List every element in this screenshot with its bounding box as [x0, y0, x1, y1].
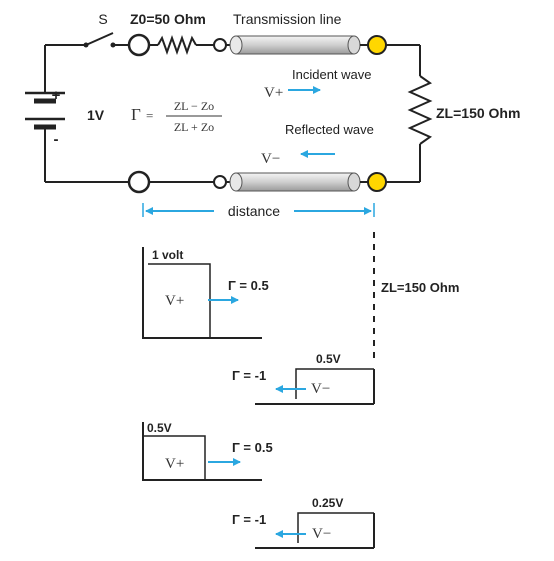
pulse-3-gamma: Γ = 0.5 [232, 440, 273, 455]
incident-wave-label: Incident wave [292, 67, 372, 82]
pulse-1-wave-label: V+ [165, 293, 184, 309]
load-label: ZL=150 Ohm [436, 105, 520, 121]
formula-denominator: ZL + Zo [174, 120, 214, 134]
source-voltage-label: 1V [87, 107, 105, 123]
formula-numerator: ZL − Zo [174, 99, 214, 113]
junction-top [213, 38, 227, 52]
transmission-line-top [229, 35, 375, 55]
pulse-2-step [295, 368, 374, 399]
pulse-1-gamma: Γ = 0.5 [228, 278, 269, 293]
line-label: Transmission line [233, 11, 342, 27]
circuit [44, 32, 433, 183]
reflected-v-minus: V− [261, 151, 280, 167]
load-node-top [367, 35, 387, 55]
load-node-bottom [367, 172, 387, 192]
switch-contact-left [83, 42, 89, 48]
pulse-2-amplitude: 0.5V [316, 352, 341, 366]
transmission-line-bottom [229, 172, 375, 192]
load-resistor [407, 75, 433, 145]
pulse-2-wave-label: V− [311, 381, 330, 397]
pulse-3-incident: 0.5V V+ Γ = 0.5 [142, 421, 273, 481]
distance-label: distance [228, 203, 280, 219]
terminal-top-left [127, 33, 151, 57]
formula-equals: = [146, 108, 153, 123]
gamma-formula: Γ = ZL − Zo ZL + Zo [131, 99, 222, 134]
pulse-1-step [148, 263, 211, 338]
switch-blade [85, 32, 114, 46]
pulse-4-wave-label: V− [312, 526, 331, 542]
pulse-4-reflected: 0.25V Γ = -1 V− [232, 496, 375, 549]
load-marker-label: ZL=150 Ohm [381, 280, 459, 295]
pulse-2-gamma: Γ = -1 [232, 368, 266, 383]
source-impedance-label: Z0=50 Ohm [130, 11, 206, 27]
pulse-4-gamma: Γ = -1 [232, 512, 266, 527]
pulse-3-wave-label: V+ [165, 456, 184, 472]
incident-v-plus: V+ [264, 85, 283, 101]
plus-sign: + [52, 87, 61, 104]
pulse-2-reflected: 0.5V Γ = -1 V− [232, 352, 375, 405]
reflected-wave-label: Reflected wave [285, 122, 374, 137]
pulse-3-step [143, 435, 206, 480]
terminal-bottom-left [127, 170, 151, 194]
pulse-1-incident: 1 volt V+ Γ = 0.5 [142, 247, 269, 339]
battery [25, 91, 65, 130]
source-resistor [157, 35, 197, 55]
junction-bottom [213, 175, 227, 189]
switch-label: S [98, 11, 107, 27]
switch-contact-right [110, 42, 116, 48]
distance-measure: distance [142, 203, 375, 219]
pulse-3-amplitude: 0.5V [147, 421, 172, 435]
minus-sign: - [54, 131, 59, 148]
formula-gamma: Γ [131, 105, 141, 124]
pulse-1-amplitude: 1 volt [152, 248, 183, 262]
pulse-4-amplitude: 0.25V [312, 496, 343, 510]
pulse-4-step [297, 512, 374, 543]
